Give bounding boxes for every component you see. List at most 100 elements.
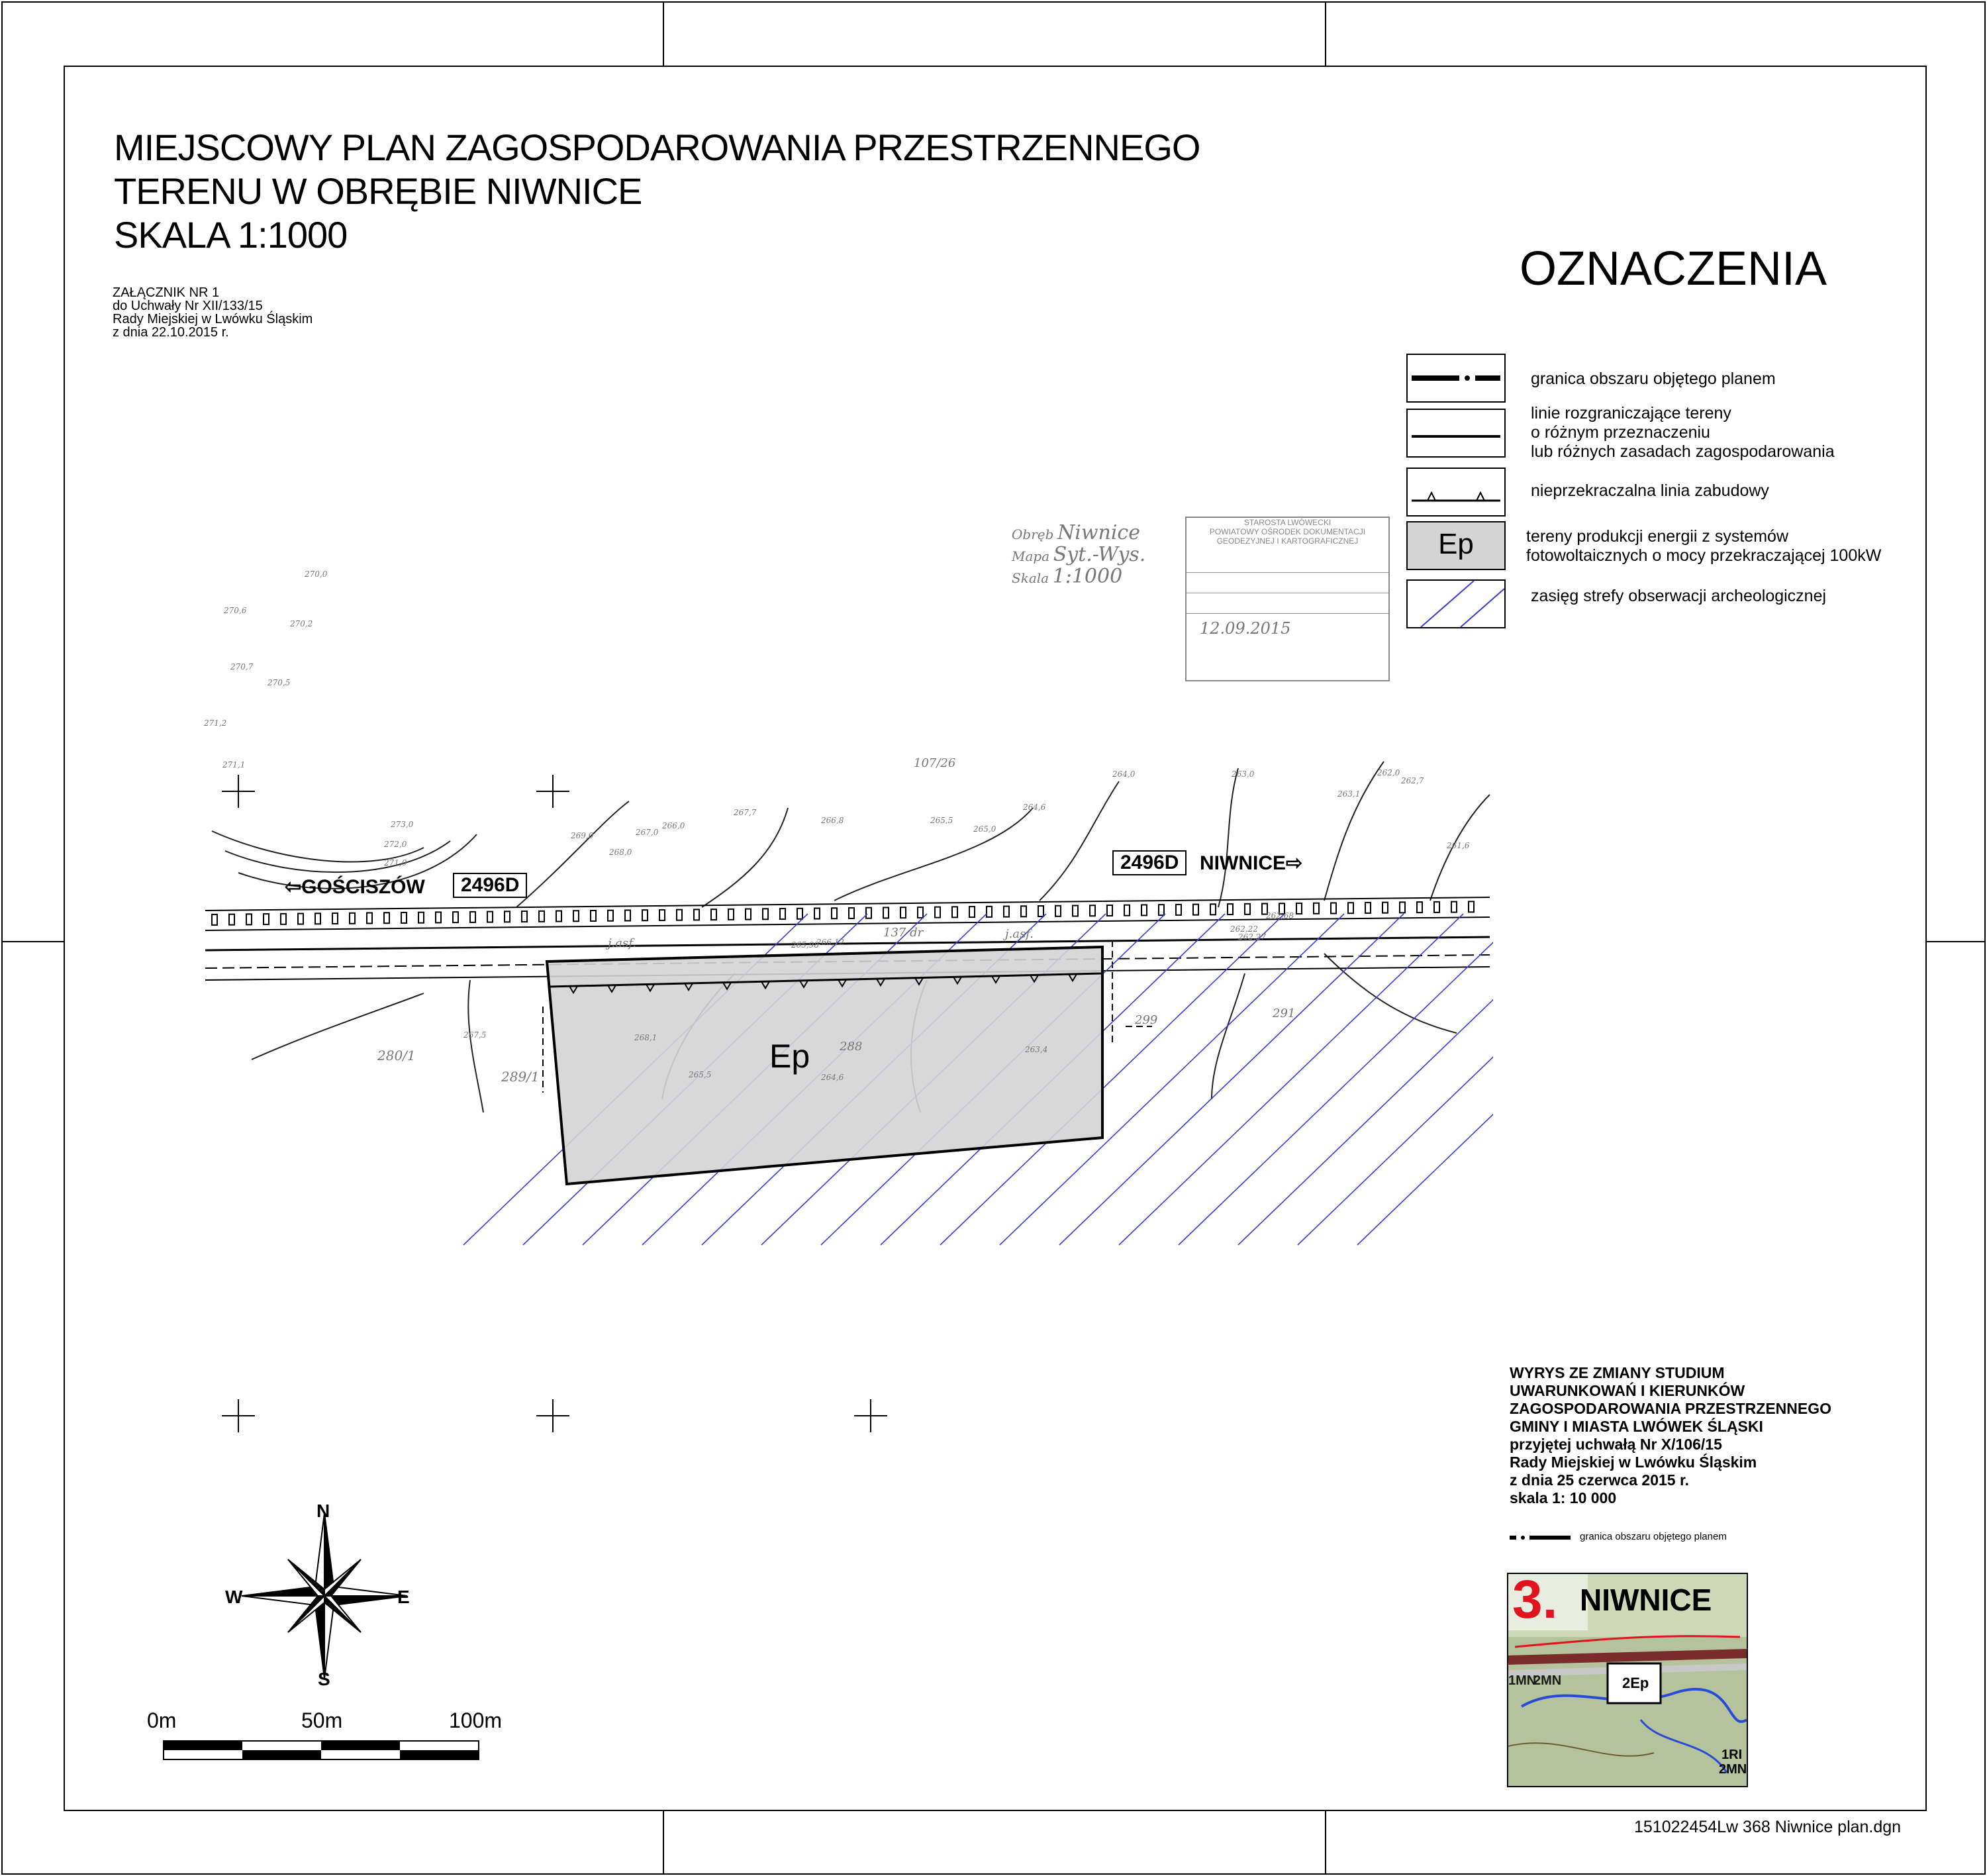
extract-zone-label: 1MN — [1508, 1673, 1537, 1688]
elevation-label: 264,6 — [821, 1073, 844, 1082]
archaeology-hatch-line — [1118, 913, 1464, 1246]
archaeology-hatch-line — [1357, 1113, 1493, 1246]
road-ditch-mark — [556, 910, 562, 922]
road-ditch-mark — [1365, 901, 1371, 914]
road-ditch-mark — [917, 906, 924, 918]
elevation-label: 273,0 — [391, 820, 414, 829]
elevation-label: 265,5 — [689, 1070, 712, 1079]
building-line-tick — [838, 979, 847, 988]
archaeology-hatch-line — [1237, 999, 1493, 1246]
road-ditch-mark — [1468, 901, 1475, 913]
extract-zone-label: 2MN — [1533, 1673, 1562, 1688]
elevation-label: 266,12 — [816, 938, 844, 947]
parcel-label: 289/1 — [501, 1069, 540, 1085]
road-ditch-mark — [504, 911, 510, 923]
compass-rose — [241, 1512, 408, 1679]
elevation-label: 271,1 — [222, 760, 246, 769]
road-ditch-mark — [1227, 903, 1234, 916]
road-ditch-mark — [211, 913, 218, 926]
elevation-label: 264,0 — [1112, 769, 1136, 779]
attachment-note: ZAŁĄCZNIK NR 1 do Uchwały Nr XII/133/15 … — [113, 285, 313, 340]
parcel-label: 137 dr — [883, 926, 924, 940]
elevation-label: 265,98 — [791, 940, 819, 950]
elevation-label: 270,7 — [230, 662, 254, 671]
road-ditch-mark — [1330, 902, 1337, 914]
extract-zone-label: 2Ep — [1622, 1675, 1649, 1691]
road-ditch-mark — [1158, 904, 1165, 916]
extract-map-name: NIWNICE — [1580, 1583, 1712, 1617]
building-line-tick — [684, 983, 693, 992]
road-ditch-mark — [1020, 905, 1027, 918]
road-ditch-mark — [1279, 903, 1285, 915]
road-ditch-mark — [573, 910, 579, 922]
road-ditch-mark — [779, 908, 786, 920]
road-code-west: 2496D — [453, 873, 528, 898]
road-ditch-mark — [693, 909, 700, 921]
road-ditch-mark — [728, 908, 734, 920]
road-ditch-mark — [1313, 902, 1320, 914]
building-line-tick — [569, 985, 578, 995]
road-ditch-mark — [487, 911, 493, 923]
building-line-tick — [646, 983, 655, 993]
road-ditch-mark — [797, 907, 803, 920]
elevation-label: 264,6 — [1023, 803, 1046, 812]
building-line-tick — [876, 978, 885, 987]
official-stamp: STAROSTA LWÓWECKI POWIATOWY OŚRODEK DOKU… — [1185, 517, 1390, 681]
scale-bar — [163, 1740, 479, 1760]
file-name: 151022454Lw 368 Niwnice plan.dgn — [1634, 1818, 1902, 1836]
road-ditch-mark — [1261, 903, 1268, 915]
road-ditch-mark — [1175, 903, 1182, 916]
elevation-label: 270,6 — [224, 606, 247, 615]
road-ditch-mark — [1089, 905, 1096, 917]
parcel-label: 299 — [1135, 1013, 1158, 1027]
road-ditch-mark — [1416, 901, 1423, 914]
elevation-label: 266,8 — [821, 816, 844, 825]
road-ditch-mark — [1055, 905, 1061, 917]
elevation-label: 265,5 — [930, 816, 953, 825]
elevation-label: 262,68 — [1266, 911, 1294, 920]
road-ditch-mark — [659, 909, 665, 921]
road-ditch-mark — [745, 908, 751, 920]
road-ditch-mark — [418, 911, 424, 924]
road-ditch-mark — [246, 913, 252, 926]
road-ditch-mark — [1124, 904, 1130, 916]
elevation-label: 271,2 — [204, 718, 227, 728]
legend-symbol-plan-boundary — [1406, 354, 1506, 403]
road-ditch-mark — [848, 907, 855, 919]
elevation-label: 267,7 — [734, 808, 757, 817]
scale-label-50: 50m — [301, 1708, 343, 1732]
elevation-label: 270,5 — [267, 678, 291, 687]
archaeology-hatch-line — [1059, 913, 1404, 1246]
extract-map: 3. NIWNICE 2Ep 1MN 2MN 1RI 2MN — [1507, 1573, 1748, 1787]
road-ditch-mark — [1106, 904, 1113, 916]
road-ditch-mark — [401, 911, 407, 924]
road-ditch-mark — [951, 906, 958, 918]
road-ditch-mark — [762, 908, 769, 920]
extract-map-number: 3. — [1512, 1573, 1558, 1630]
road-ditch-mark — [1296, 903, 1302, 915]
road-ditch-mark — [1141, 904, 1147, 916]
building-line-tick — [1030, 975, 1039, 983]
road-ditch-mark — [452, 911, 459, 924]
elevation-label: 269,0 — [571, 831, 594, 840]
road-ditch-mark — [228, 913, 235, 926]
elevation-label: 263,4 — [1025, 1045, 1048, 1054]
road-ditch-mark — [1072, 905, 1079, 917]
road-ditch-mark — [590, 910, 597, 922]
legend-label-building-line: nieprzekraczalna linia zabudowy — [1531, 481, 1769, 500]
road-ditch-mark — [315, 913, 321, 925]
road-ditch-mark — [1210, 903, 1216, 916]
extract-legend-label: granica obszaru objętego planem — [1580, 1531, 1727, 1542]
elevation-label: 270,0 — [305, 569, 328, 579]
road-ditch-mark — [263, 913, 269, 926]
scale-label-0: 0m — [147, 1708, 177, 1732]
legend-symbol-pv-zone: Ep — [1406, 521, 1506, 570]
archaeology-hatch-line — [940, 913, 1285, 1246]
elevation-label: 262,22 — [1230, 924, 1258, 934]
building-line-tick — [607, 985, 616, 993]
road-ditch-mark — [624, 909, 631, 922]
extract-boundary-symbol — [1510, 1536, 1571, 1540]
building-line-tick — [722, 982, 732, 991]
